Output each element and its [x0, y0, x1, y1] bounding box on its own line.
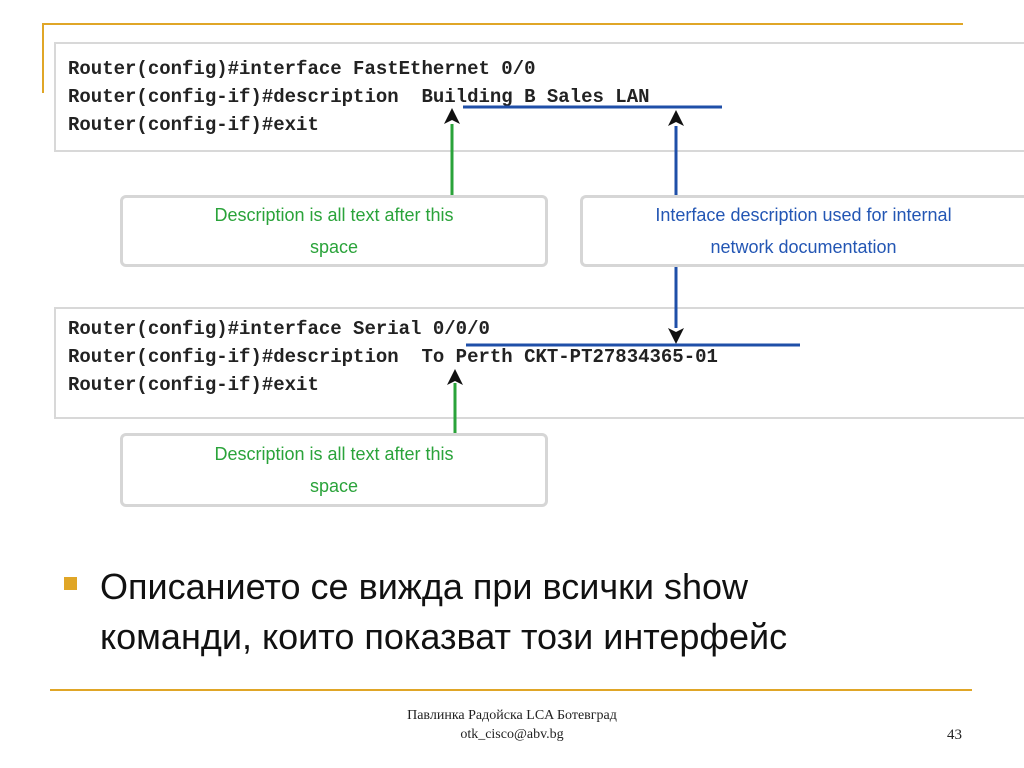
arrowhead-blue-up [668, 110, 684, 126]
arrowhead-top-green [444, 108, 460, 124]
bullet-text: Описанието се вижда при всички show кома… [100, 562, 960, 662]
callout-interface-documentation: Interface description used for internal … [580, 195, 1024, 267]
footer-divider [50, 689, 972, 691]
footer-email: otk_cisco@abv.bg [460, 727, 564, 742]
page-number: 43 [947, 727, 962, 743]
callout-text: Interface description used for internal [655, 205, 952, 225]
bullet-line: Описанието се вижда при всички show [100, 566, 749, 607]
callout-text: network documentation [710, 237, 897, 257]
code-block-serial: Router(config)#interface Serial 0/0/0 Ro… [54, 307, 1024, 419]
callout-description-space-bottom: Description is all text after this space [120, 433, 548, 507]
code-line: Router(config-if)#exit [68, 114, 319, 136]
code-line: Router(config-if)#description To Perth C… [68, 346, 718, 368]
callout-text: space [309, 237, 359, 257]
footer: Павлинка Радойска LCA Ботевград otk_cisc… [312, 706, 712, 744]
code-line: Router(config-if)#description Building B… [68, 86, 650, 108]
code-line: Router(config-if)#exit [68, 374, 319, 396]
callout-text: Description is all text after this [214, 205, 454, 225]
bullet-line: команди, които показват този интерфейс [100, 616, 788, 657]
callout-description-space-top: Description is all text after this space [120, 195, 548, 267]
arrowhead-blue-down [668, 328, 684, 344]
code-line: Router(config)#interface FastEthernet 0/… [68, 58, 536, 80]
code-block-fastethernet: Router(config)#interface FastEthernet 0/… [54, 42, 1024, 152]
callout-text: space [309, 476, 359, 496]
footer-author: Павлинка Радойска LCA Ботевград [407, 708, 617, 723]
top-accent-corner [42, 23, 44, 93]
arrowhead-bottom-green [447, 369, 463, 385]
code-line: Router(config)#interface Serial 0/0/0 [68, 318, 490, 340]
top-accent-line [42, 23, 963, 25]
callout-text: Description is all text after this [214, 444, 454, 464]
bullet-marker [64, 577, 77, 590]
